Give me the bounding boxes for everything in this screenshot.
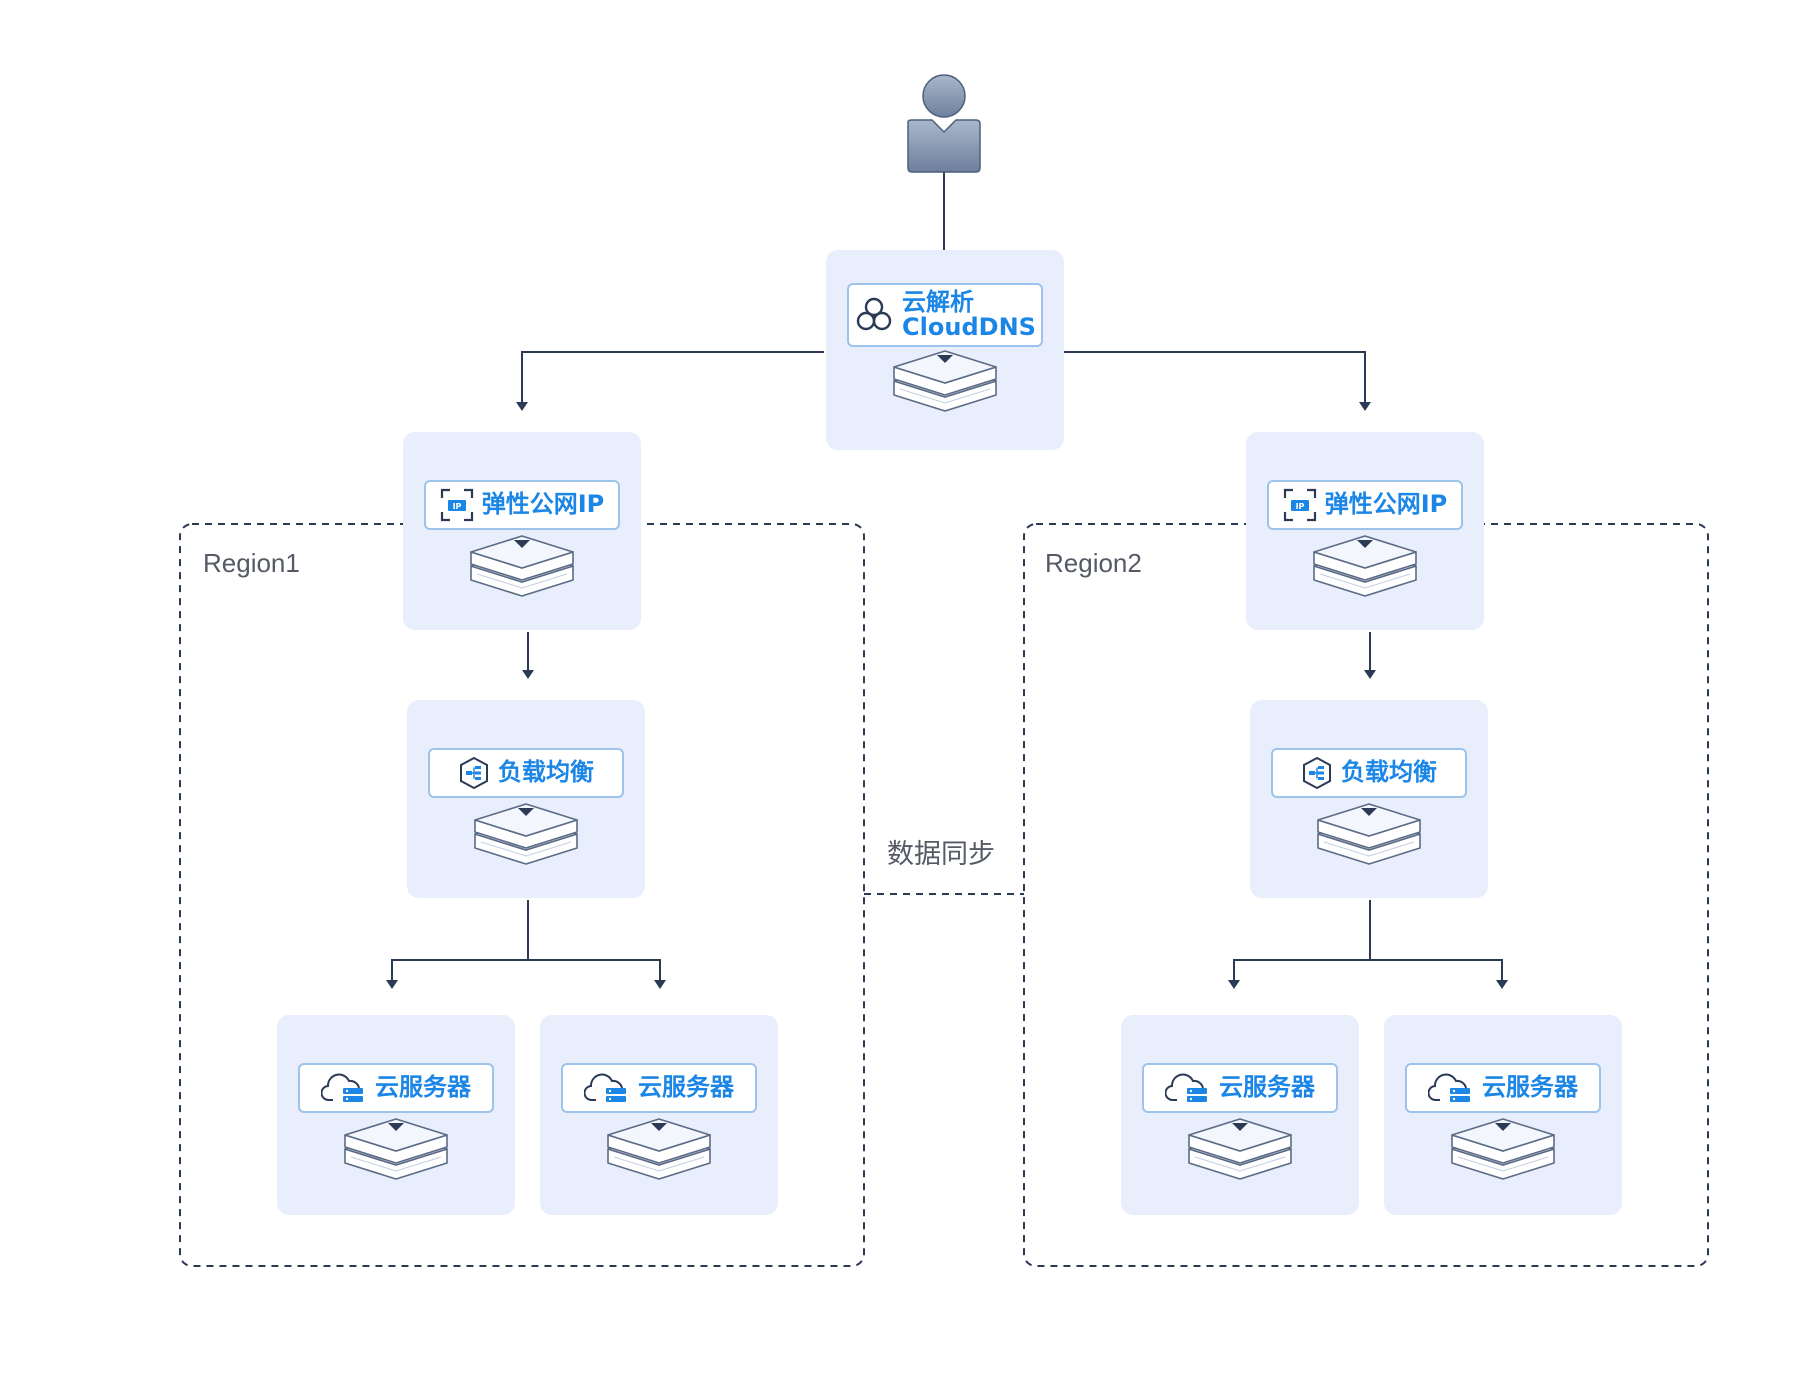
eip-card-region1: IP 弹性公网IP — [403, 432, 641, 630]
service-stack-icon — [893, 350, 997, 412]
eip-title: 弹性公网IP — [1324, 490, 1448, 519]
dns-to-region2-line — [1062, 351, 1371, 411]
server-label: 云服务器 — [561, 1063, 757, 1113]
server-title: 云服务器 — [1219, 1073, 1315, 1102]
server-card: 云服务器 — [1384, 1015, 1622, 1215]
lb-card-region1: 负载均衡 — [407, 700, 645, 898]
lb-to-servers-line-3 — [1228, 900, 1371, 989]
dns-label: 云解析 CloudDNS — [847, 283, 1043, 347]
svg-text:IP: IP — [452, 502, 461, 511]
ip-icon: IP — [440, 488, 474, 522]
server-label: 云服务器 — [298, 1063, 494, 1113]
svg-text:IP: IP — [1295, 502, 1304, 511]
cloud-server-icon — [584, 1072, 630, 1104]
load-balancer-icon — [458, 756, 490, 790]
region2-label: Region2 — [1045, 548, 1142, 578]
lb-label: 负载均衡 — [1271, 748, 1467, 798]
region1-label: Region1 — [203, 548, 300, 578]
user-icon — [907, 74, 981, 173]
eip-card-region2: IP 弹性公网IP — [1246, 432, 1484, 630]
lb-card-region2: 负载均衡 — [1250, 700, 1488, 898]
service-stack-icon — [1188, 1118, 1292, 1180]
lb-title: 负载均衡 — [498, 758, 594, 787]
cloud-server-icon — [1428, 1072, 1474, 1104]
server-title: 云服务器 — [1482, 1073, 1578, 1102]
server-label: 云服务器 — [1405, 1063, 1601, 1113]
eip-label: IP 弹性公网IP — [424, 480, 620, 530]
data-sync-label: 数据同步 — [887, 839, 995, 870]
server-card: 云服务器 — [277, 1015, 515, 1215]
service-stack-icon — [344, 1118, 448, 1180]
lb-to-servers-line-4 — [1370, 959, 1508, 989]
cloud-server-icon — [1165, 1072, 1211, 1104]
service-stack-icon — [1317, 803, 1421, 865]
service-stack-icon — [607, 1118, 711, 1180]
server-card: 云服务器 — [540, 1015, 778, 1215]
service-stack-icon — [474, 803, 578, 865]
ip-icon: IP — [1283, 488, 1317, 522]
lb-to-servers-line-2 — [528, 959, 666, 989]
dns-card: 云解析 CloudDNS — [826, 250, 1064, 450]
service-stack-icon — [1313, 535, 1417, 597]
service-stack-icon — [1451, 1118, 1555, 1180]
server-card: 云服务器 — [1121, 1015, 1359, 1215]
dns-title: 云解析 — [902, 287, 975, 316]
lb-label: 负载均衡 — [428, 748, 624, 798]
server-label: 云服务器 — [1142, 1063, 1338, 1113]
service-stack-icon — [470, 535, 574, 597]
lb-to-servers-line-1 — [386, 900, 529, 989]
lb-title: 负载均衡 — [1341, 758, 1437, 787]
server-title: 云服务器 — [375, 1073, 471, 1102]
load-balancer-icon — [1301, 756, 1333, 790]
cloud-server-icon — [321, 1072, 367, 1104]
dns-subtitle: CloudDNS — [902, 313, 1036, 341]
eip-label: IP 弹性公网IP — [1267, 480, 1463, 530]
server-title: 云服务器 — [638, 1073, 734, 1102]
eip-title: 弹性公网IP — [481, 490, 605, 519]
dns-to-region1-line — [516, 351, 824, 411]
cloud-dns-icon — [854, 295, 894, 335]
